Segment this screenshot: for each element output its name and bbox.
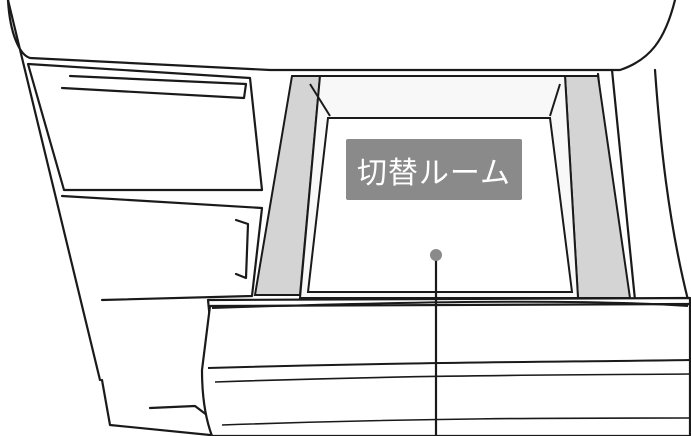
drawer-front-face [200, 302, 691, 436]
callout-dot [430, 249, 442, 261]
drawer-front-inner-2 [214, 373, 691, 383]
lower-left-drawer-lip [234, 218, 250, 280]
lower-left-drawer [60, 194, 264, 302]
callout-label: 切替ルーム [356, 155, 512, 191]
drawer-front-inner [207, 359, 691, 369]
right-cabinet-edge [610, 68, 637, 302]
bottom-base [100, 378, 222, 436]
drawer-front-lower [221, 417, 691, 426]
compartment-rim-left [309, 83, 331, 117]
upper-left-drawer [26, 62, 264, 192]
callout-label-box: 切替ルーム [346, 139, 522, 200]
left-cabinet-edge [6, 0, 102, 382]
right-cabinet-side [653, 68, 690, 302]
upper-body-outline [6, 0, 677, 72]
drawer-front-rim [211, 300, 689, 309]
upper-left-drawer-handle [60, 74, 248, 100]
compartment-rim-right [549, 83, 561, 117]
